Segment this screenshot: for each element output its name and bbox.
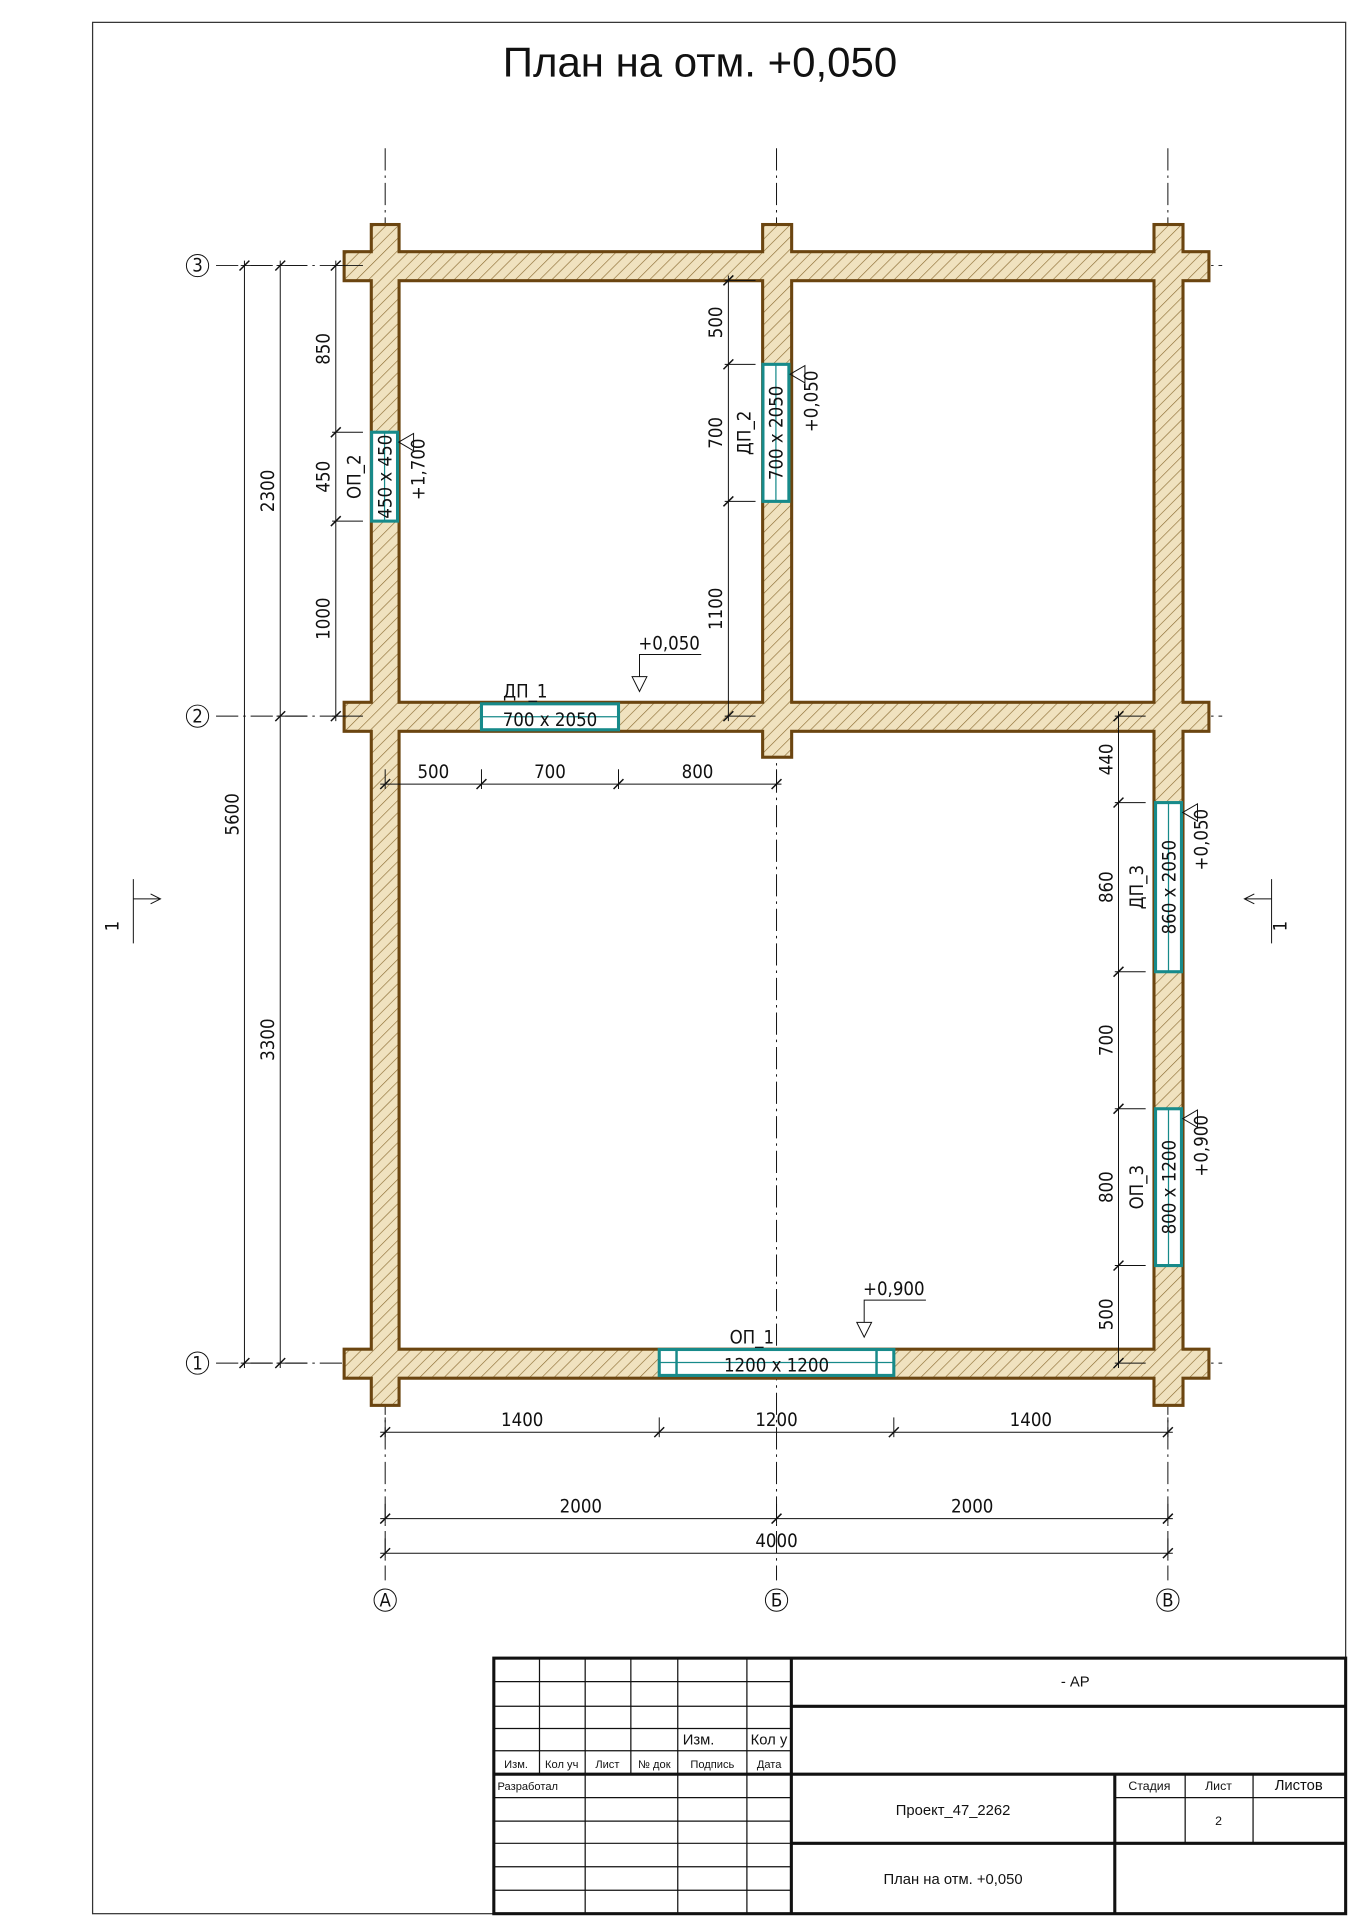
opening-name: ОП_3 [1127,1165,1148,1210]
opening-name: ДП_2 [735,411,756,455]
axis-markers: 3 2 1А Б В 1 1 [103,253,1291,1612]
dimension-value: 1400 [1010,1410,1052,1431]
level-mark: +0,900 [863,1279,925,1300]
header-doc: № док [638,1759,671,1771]
dimension-value: 1100 [706,588,727,630]
axis-bubble [185,1351,210,1375]
axis-bubble [373,1588,397,1612]
sheets-label: Листов [1275,1778,1323,1794]
dimension-value: 700 [1096,1024,1117,1056]
axis-bubble [1156,1588,1180,1612]
opening-name: ДП_3 [1127,865,1148,909]
axis-label: 3 [192,256,203,277]
wall [372,226,398,1404]
section-cut-arrow-icon [132,879,162,944]
level-triangle-icon [1181,802,1199,822]
level-mark: +0,050 [1191,809,1212,871]
dimension-value: 500 [1096,1298,1117,1330]
doc-code: - АР [1061,1675,1090,1691]
header-izm: Изм. [504,1759,528,1771]
project-name: Проект_47_2262 [896,1803,1011,1819]
dimension-value: 860 [1096,871,1117,903]
sheet-number: 2 [1215,1814,1222,1828]
level-mark: +1,700 [409,438,430,500]
title-block: - АР Изм. Кол у Изм. Кол уч Лист № док П… [492,1656,1348,1916]
dimension-value: 2000 [951,1496,993,1517]
header-sign: Подпись [690,1759,734,1771]
level-triangle-icon [855,1299,926,1339]
opening-name: ДП_1 [503,682,547,703]
dimension-value: 1200 [755,1410,797,1431]
dimension-value: 4000 [755,1531,797,1552]
dimension-value: 850 [314,333,335,365]
dimension-value: 3300 [258,1018,279,1060]
kol-label: Кол у [751,1733,788,1749]
dimension-value: 5600 [222,793,243,835]
level-mark: +0,900 [1191,1115,1212,1177]
dimension-value: 800 [682,762,714,783]
axis-label: В [1162,1590,1173,1611]
sheet-title: План на отм. +0,050 [884,1872,1023,1888]
sheet-label: Лист [1205,1779,1232,1793]
dimension-value: 700 [534,762,566,783]
drawing-title: План на отм. +0,050 [503,39,897,86]
axis-bubble [185,253,210,278]
level-mark: +0,050 [801,371,822,433]
level-mark: +0,050 [638,634,700,655]
opening-size: 800 x 1200 [1159,1140,1180,1235]
dimension-value: 450 [314,461,335,493]
section-cut-arrow-icon [1243,879,1273,944]
dimension-value: 700 [706,417,727,449]
dimension-value: 2300 [258,470,279,512]
dimension-value: 500 [706,306,727,338]
header-list: Лист [595,1759,619,1771]
dimensions: 5600 2300 3300 850 450 1000 500 700 1100 440 860 70… [222,260,1174,1559]
opening-name: ОП_1 [730,1327,775,1348]
dimension-value: 1000 [314,597,335,639]
axis-label: 1 [192,1353,203,1374]
izm-label: Изм. [683,1733,715,1749]
developed-label: Разработал [498,1781,558,1793]
opening-size: 860 x 2050 [1159,840,1180,935]
header-date: Дата [757,1759,782,1771]
opening-size: 450 x 450 [375,435,396,519]
dimension-value: 500 [417,762,449,783]
axis-label: А [379,1590,391,1611]
axis-bubble [185,704,210,728]
dimension-value: 1400 [501,1410,543,1431]
level-triangle-icon [397,432,415,452]
dimension-value: 2000 [560,1496,602,1517]
level-triangle-icon [631,653,702,693]
opening-size: 1200 x 1200 [724,1356,829,1377]
opening-size: 700 x 2050 [503,710,598,731]
opening-name: ОП_2 [344,454,365,499]
opening-size: 700 x 2050 [767,386,788,481]
dimension-value: 800 [1096,1171,1117,1203]
axis-label: Б [771,1590,782,1611]
axis-label: 2 [192,706,203,727]
section-label: 1 [103,921,124,932]
axis-bubble [764,1588,789,1612]
header-kol: Кол уч [545,1759,579,1771]
level-triangle-icon [789,364,806,384]
section-label: 1 [1270,921,1291,932]
level-triangle-icon [1181,1109,1199,1129]
stage-label: Стадия [1128,1779,1170,1793]
dimension-value: 440 [1096,744,1117,776]
